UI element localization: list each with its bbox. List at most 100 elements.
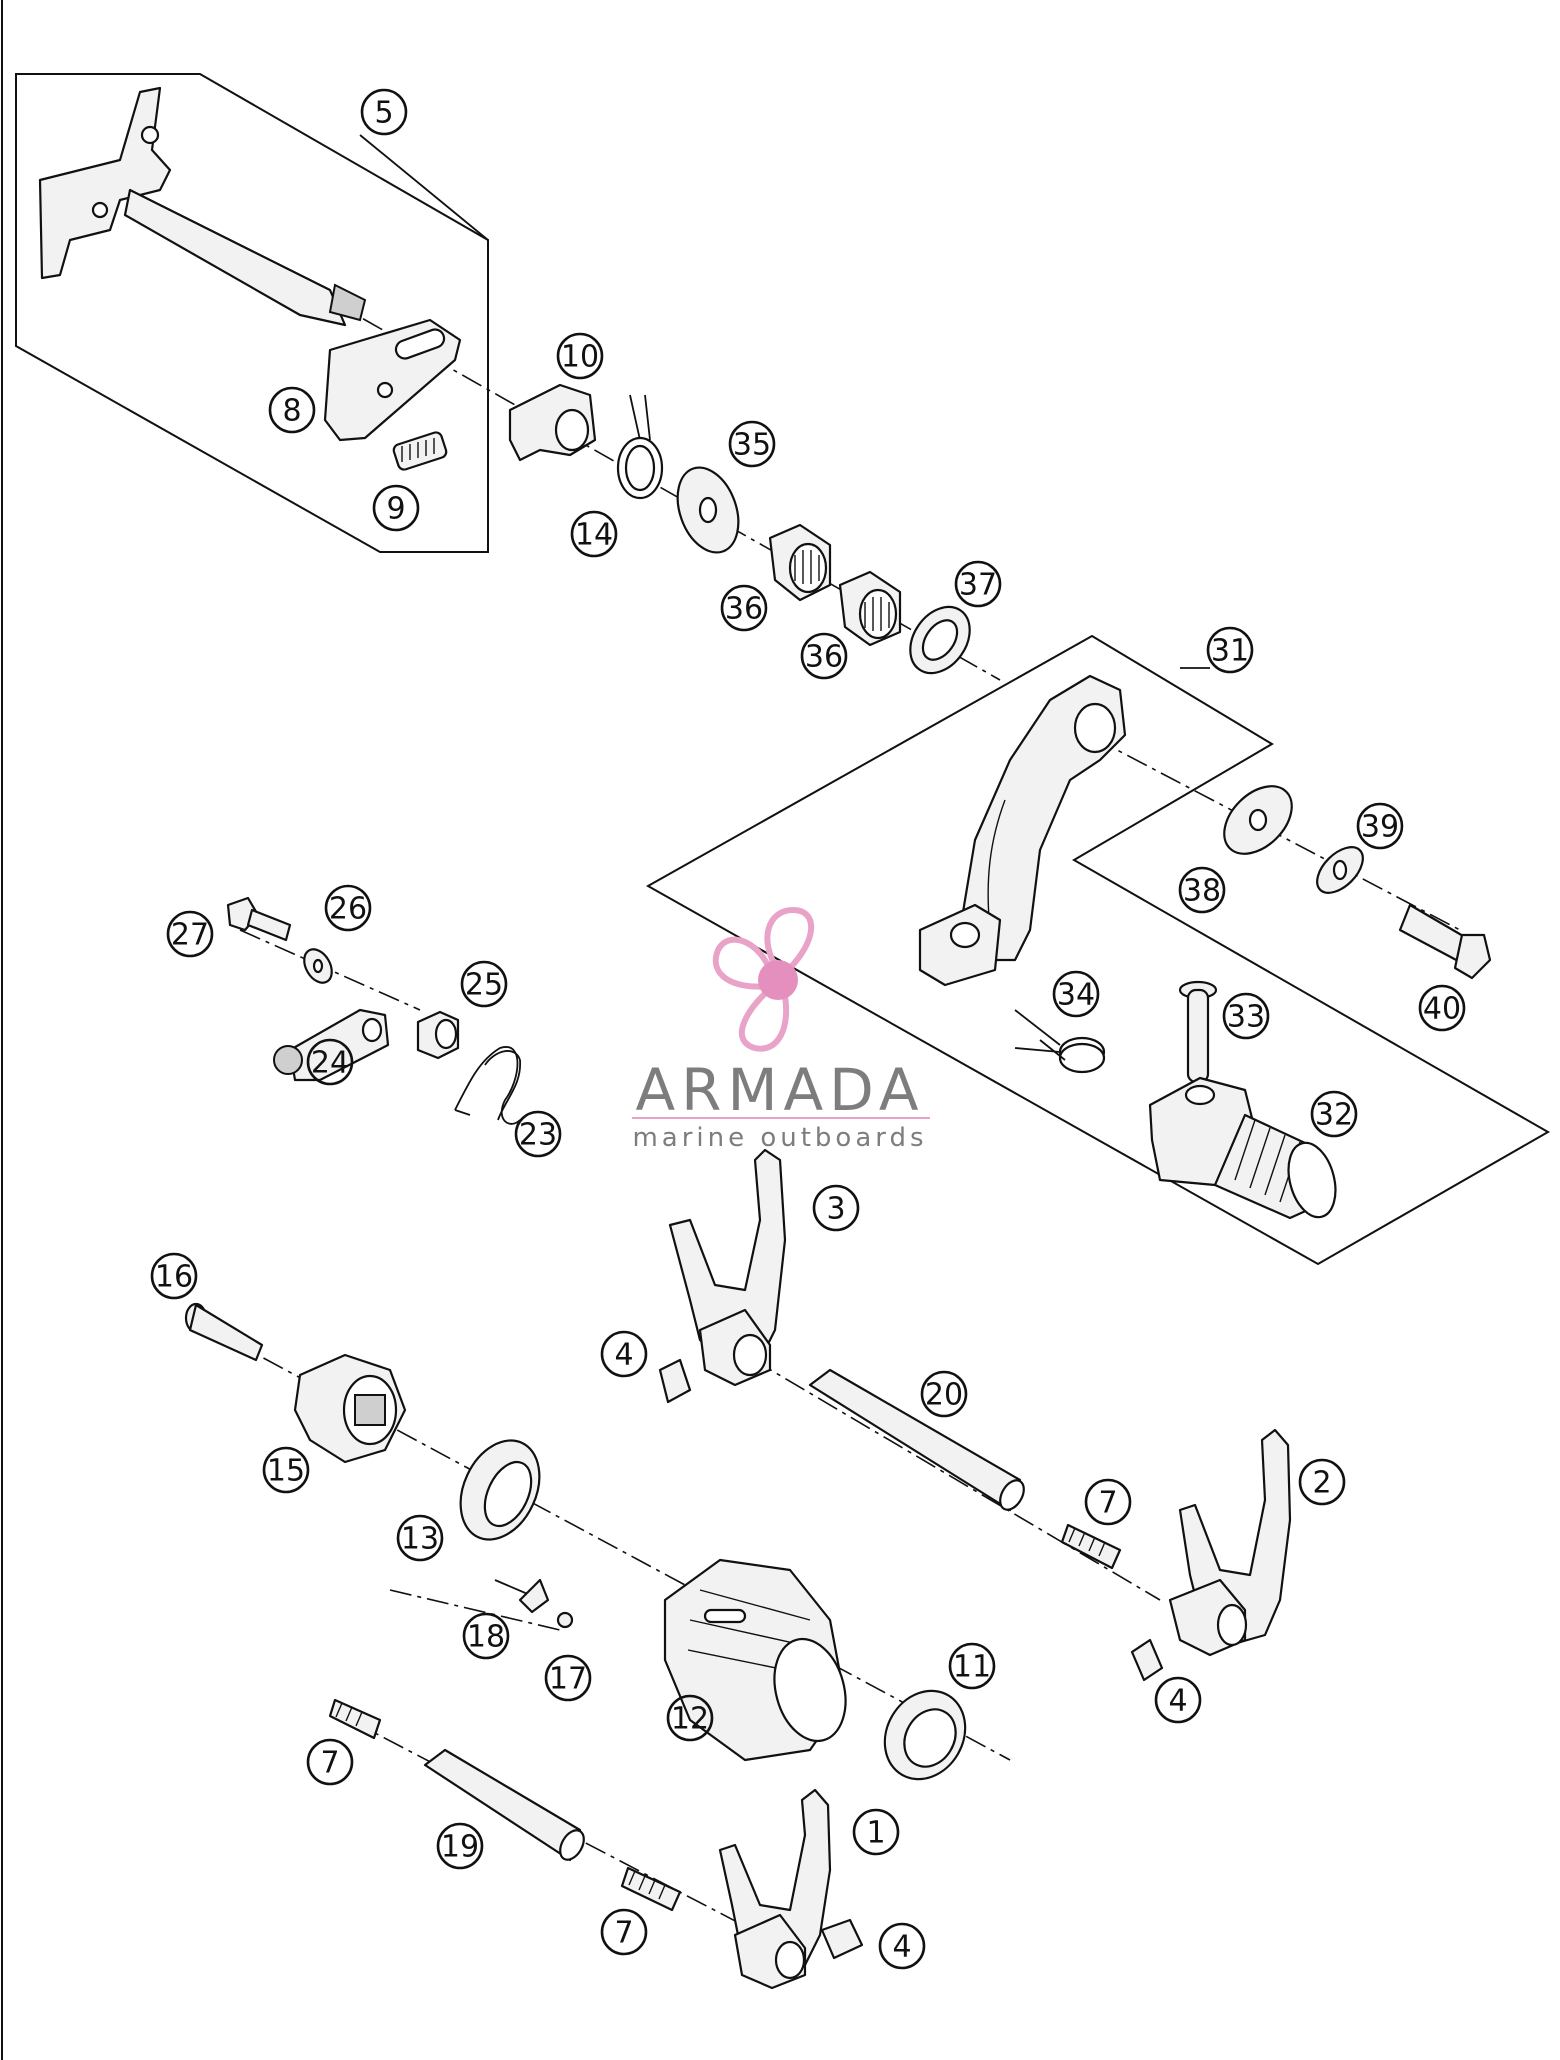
callout-4a: 4 (600, 1330, 648, 1378)
callout-8: 8 (268, 386, 316, 434)
svg-text:9: 9 (386, 492, 405, 527)
callout-35: 35 (728, 420, 776, 468)
svg-text:32: 32 (1315, 1098, 1353, 1133)
part-guide-pin-4a (658, 1358, 692, 1404)
svg-text:16: 16 (155, 1260, 193, 1295)
part-shift-plate (323, 318, 462, 442)
svg-text:1: 1 (866, 1816, 885, 1851)
callout-18: 18 (462, 1612, 510, 1660)
svg-text:26: 26 (329, 892, 367, 927)
part-bearing-13 (459, 1439, 541, 1541)
callout-24: 24 (306, 1038, 354, 1086)
svg-text:20: 20 (925, 1378, 963, 1413)
callout-31: 31 (1206, 626, 1254, 674)
callout-34: 34 (1052, 970, 1100, 1018)
svg-text:34: 34 (1057, 978, 1095, 1013)
svg-text:33: 33 (1227, 1000, 1265, 1035)
propeller-icon (713, 906, 815, 1052)
part-sleeve-25 (416, 1010, 460, 1060)
part-spring-9 (392, 431, 448, 471)
svg-text:23: 23 (519, 1118, 557, 1153)
callout-3: 3 (812, 1184, 860, 1232)
svg-text:7: 7 (320, 1746, 339, 1781)
group-box-shift-shaft (15, 73, 489, 553)
svg-text:13: 13 (401, 1522, 439, 1557)
callout-labels: 5 8 9 10 14 35 36 36 37 31 38 39 40 27 2… (150, 88, 1466, 1970)
part-spring-14 (616, 394, 664, 500)
part-shift-fork-2 (1168, 1428, 1292, 1657)
callout-11: 11 (948, 1642, 996, 1690)
svg-text:7: 7 (614, 1916, 633, 1951)
svg-text:4: 4 (892, 1930, 911, 1965)
part-shift-fork-1 (718, 1788, 832, 1990)
svg-text:35: 35 (733, 428, 771, 463)
callout-15: 15 (262, 1446, 310, 1494)
callout-2: 2 (1298, 1458, 1346, 1506)
part-spring-34 (1014, 1009, 1106, 1074)
part-spring-7a (1060, 1523, 1122, 1570)
callout-7b: 7 (306, 1738, 354, 1786)
group-box-shift-lever (645, 634, 1551, 1266)
svg-text:17: 17 (549, 1662, 587, 1697)
callout-40: 40 (1418, 984, 1466, 1032)
svg-text:39: 39 (1361, 810, 1399, 845)
part-spring-7c (620, 1866, 682, 1912)
svg-text:18: 18 (467, 1620, 505, 1655)
callout-17: 17 (544, 1654, 592, 1702)
svg-text:4: 4 (1168, 1684, 1187, 1719)
svg-text:31: 31 (1211, 634, 1249, 669)
part-guide-pin-4b (1130, 1638, 1164, 1682)
part-shift-drum-locating-15 (293, 1353, 407, 1464)
svg-text:36: 36 (805, 640, 843, 675)
callout-38: 38 (1178, 866, 1226, 914)
part-washer-38 (1223, 785, 1293, 855)
svg-text:7: 7 (1098, 1486, 1117, 1521)
part-spring-23 (454, 1046, 521, 1125)
callout-20: 20 (920, 1370, 968, 1418)
part-guide-pin-4c (820, 1918, 864, 1960)
svg-text:36: 36 (725, 592, 763, 627)
callout-33: 33 (1222, 992, 1270, 1040)
callout-1: 1 (852, 1808, 900, 1856)
callout-23: 23 (514, 1110, 562, 1158)
callout-9: 9 (372, 484, 420, 532)
part-shift-rail-19 (423, 1748, 585, 1862)
part-washer-35 (676, 466, 740, 554)
svg-text:11: 11 (953, 1650, 991, 1685)
svg-text:27: 27 (171, 918, 209, 953)
svg-text:8: 8 (282, 394, 301, 429)
part-locking-lever (508, 383, 597, 462)
part-shift-lever (918, 674, 1127, 987)
svg-text:10: 10 (561, 340, 599, 375)
svg-text:24: 24 (311, 1046, 349, 1081)
callout-4b: 4 (1154, 1676, 1202, 1724)
callout-16: 16 (150, 1252, 198, 1300)
part-screw-17 (556, 1611, 574, 1629)
part-needle-bearing-2 (838, 570, 902, 647)
svg-text:5: 5 (374, 96, 393, 131)
svg-text:14: 14 (575, 518, 613, 553)
part-spring-7b (328, 1698, 382, 1740)
callout-36a: 36 (720, 584, 768, 632)
part-lock-washer-39 (1316, 846, 1364, 894)
callout-7a: 7 (1084, 1478, 1132, 1526)
part-locking-lever-24 (273, 1008, 390, 1082)
callout-5: 5 (360, 88, 408, 136)
callout-14: 14 (570, 510, 618, 558)
callout-10: 10 (556, 332, 604, 380)
callout-26: 26 (324, 884, 372, 932)
callout-32: 32 (1310, 1090, 1358, 1138)
svg-text:2: 2 (1312, 1466, 1331, 1501)
callout-36b: 36 (800, 632, 848, 680)
svg-text:37: 37 (959, 568, 997, 603)
part-bolt-27 (226, 896, 292, 942)
svg-text:40: 40 (1423, 992, 1461, 1027)
callout-19: 19 (436, 1822, 484, 1870)
part-shift-fork-3 (668, 1148, 787, 1387)
callout-39: 39 (1356, 802, 1404, 850)
callout-4c: 4 (878, 1922, 926, 1970)
watermark-tagline: marine outboards (632, 1123, 927, 1153)
part-locking-plate-18 (494, 1578, 550, 1614)
part-bearing-11 (883, 1689, 967, 1781)
